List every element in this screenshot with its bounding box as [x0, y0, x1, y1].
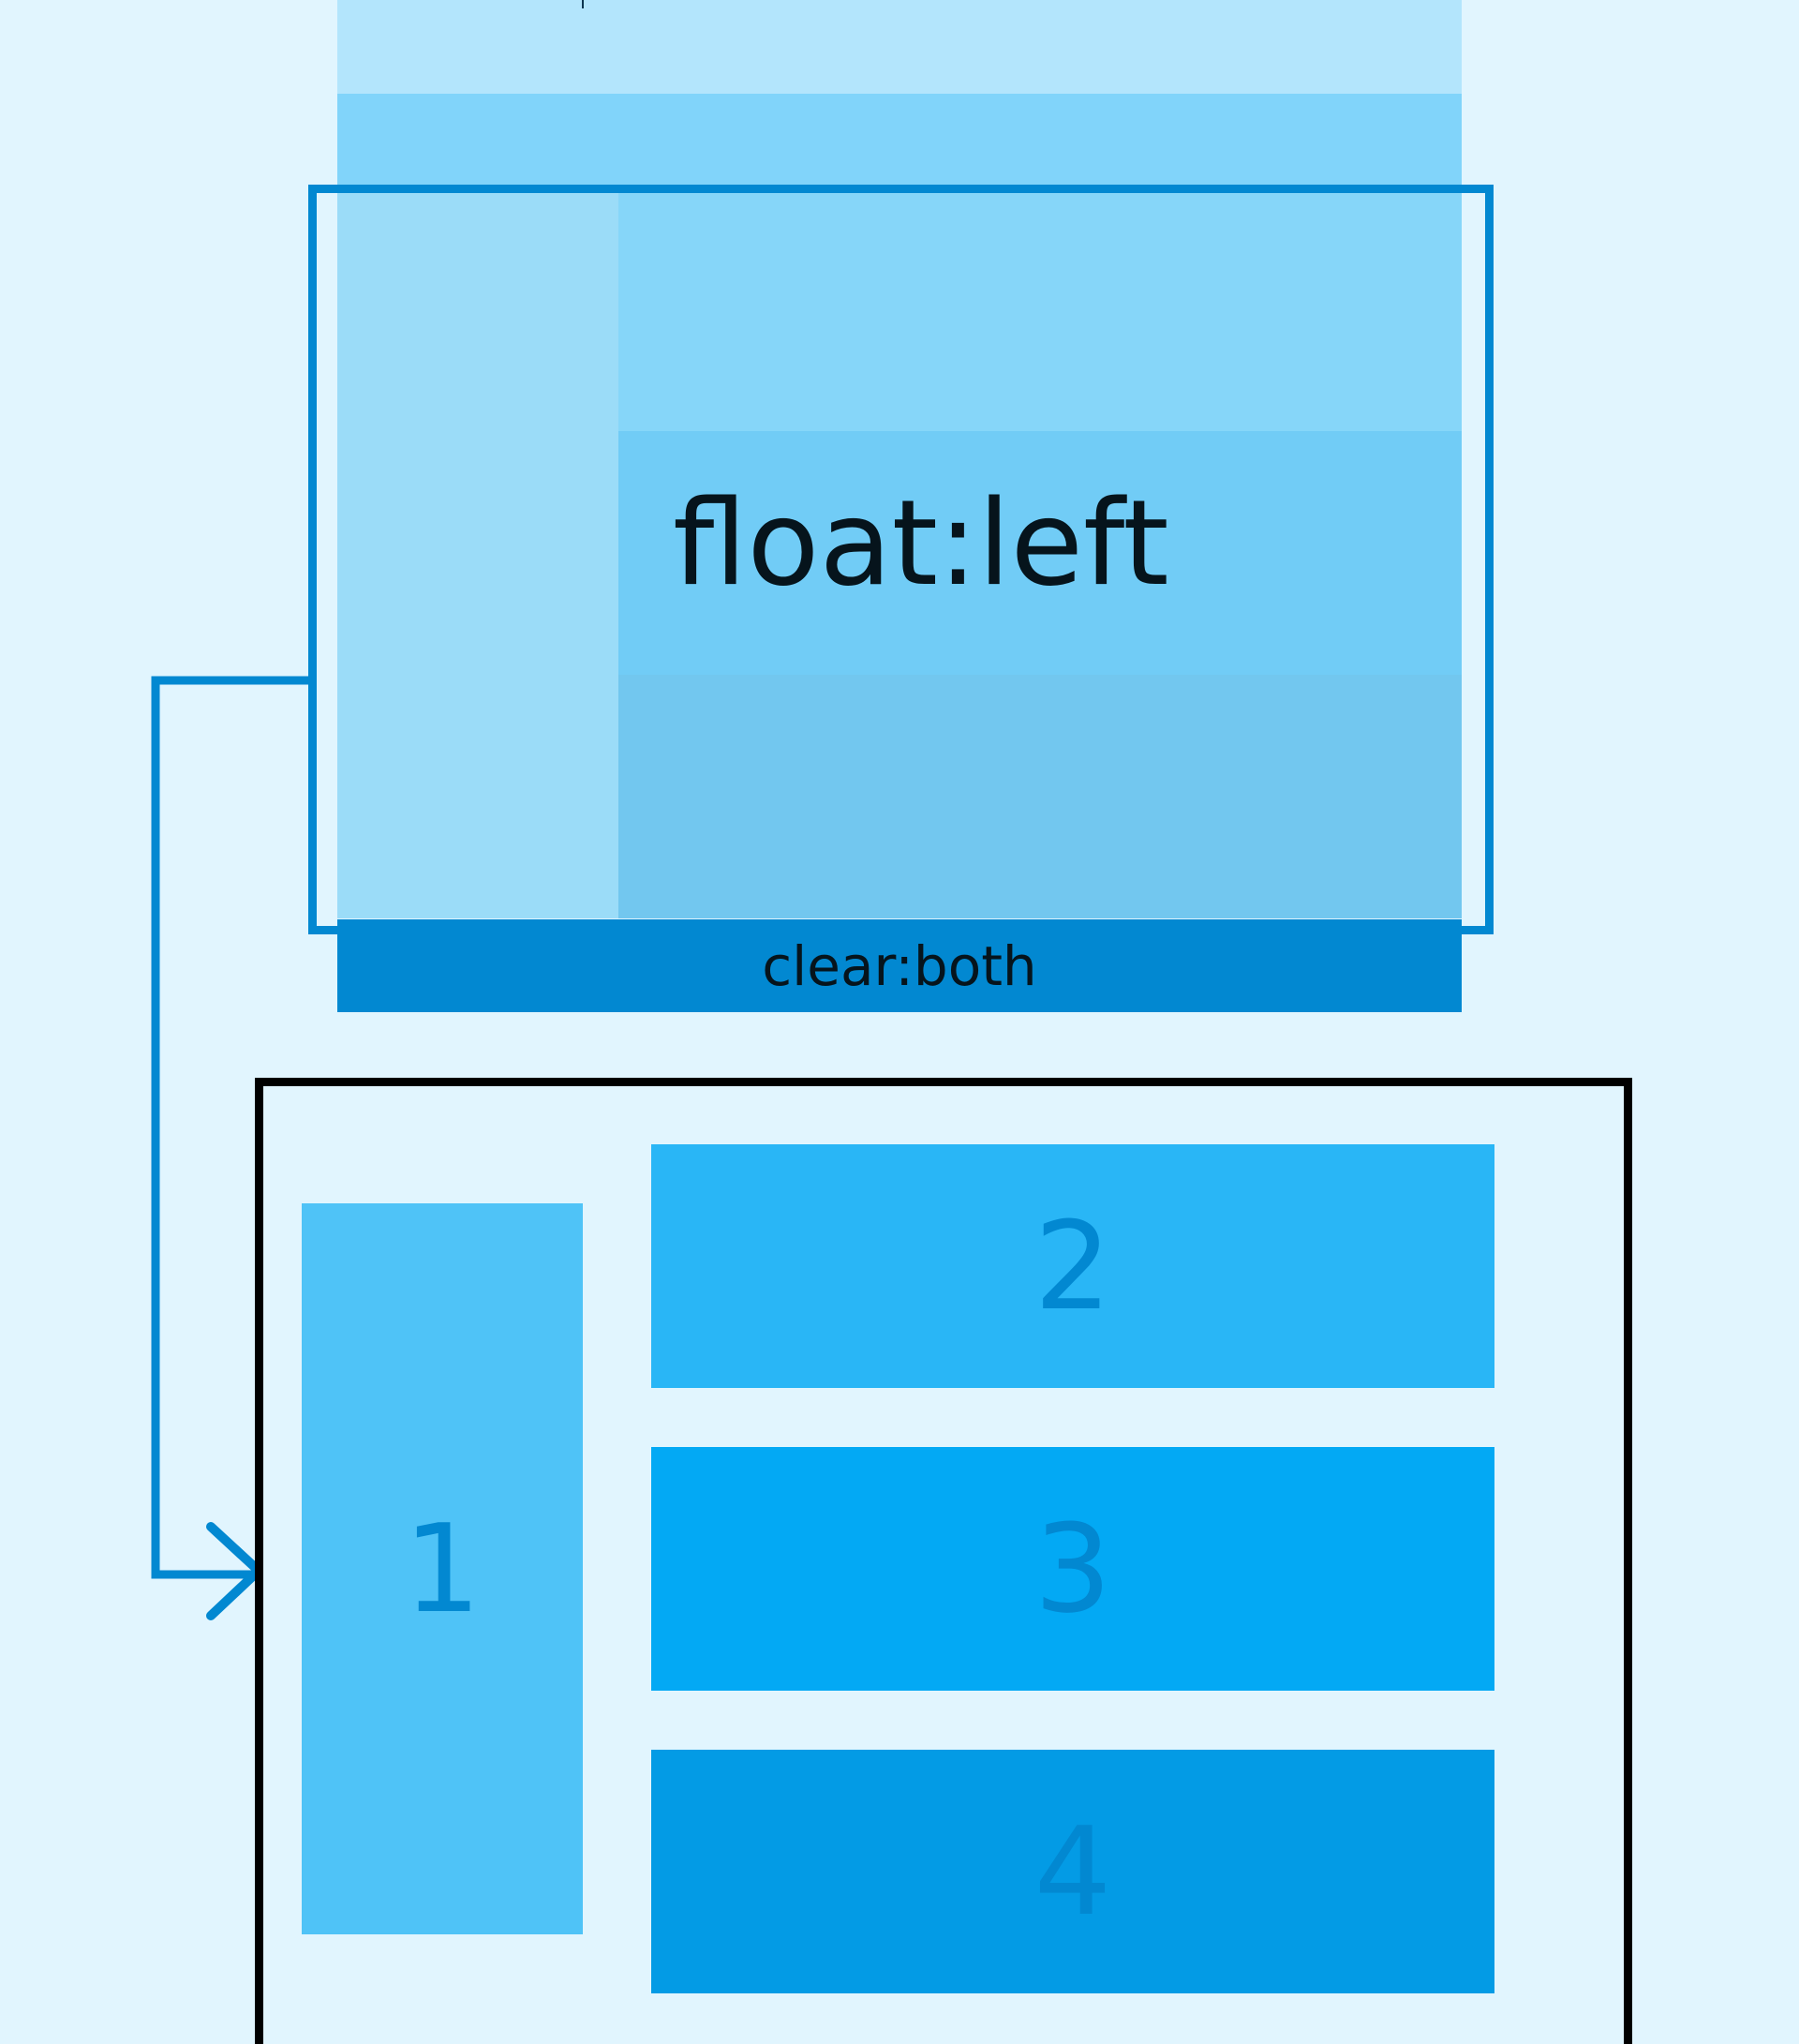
box-2-label: 2	[1033, 1195, 1112, 1337]
box-1: 1	[302, 1203, 583, 1934]
box-4: 4	[651, 1750, 1494, 1993]
result-container	[255, 1078, 1632, 2044]
content-row-c	[618, 675, 1462, 918]
connector-line	[151, 676, 308, 1579]
box-4-label: 4	[1033, 1800, 1112, 1943]
tick-mark	[582, 0, 584, 8]
top-strip	[337, 0, 1462, 94]
box-3-label: 3	[1033, 1498, 1112, 1640]
clear-both-bar: clear:both	[337, 919, 1462, 1012]
clear-both-label: clear:both	[762, 933, 1037, 998]
floated-column	[337, 187, 618, 918]
box-1-label: 1	[403, 1498, 482, 1640]
content-row-a	[618, 187, 1462, 431]
box-3: 3	[651, 1447, 1494, 1691]
float-left-label: float:left	[673, 474, 1169, 612]
box-2: 2	[651, 1144, 1494, 1388]
content-row-b	[618, 431, 1462, 675]
